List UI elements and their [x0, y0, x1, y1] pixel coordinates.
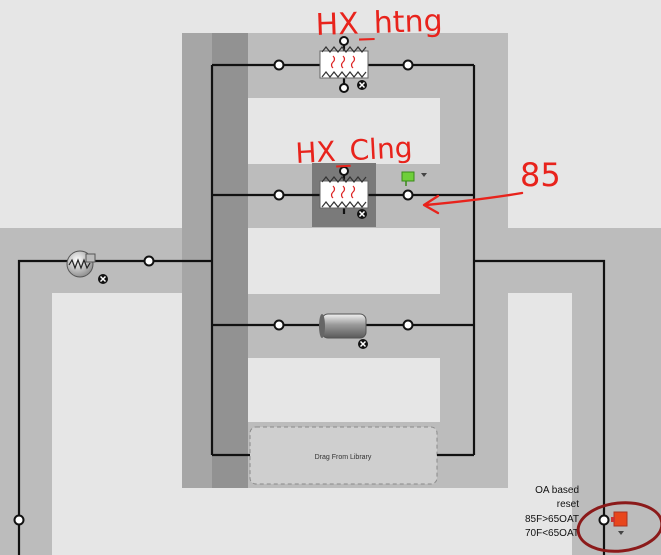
setpoint-manager-icon[interactable] — [611, 511, 628, 527]
pipe-component-icon[interactable] — [319, 313, 367, 339]
return-main-pipe — [474, 259, 606, 555]
node-branch2-outlet[interactable] — [402, 189, 414, 201]
node-branch3-inlet[interactable] — [273, 319, 285, 331]
sensor-flag-icon[interactable] — [401, 171, 415, 186]
annotation-circle — [576, 501, 661, 553]
annotation-heating-label: HX_htng — [315, 4, 443, 43]
branch-gap-1 — [248, 98, 440, 164]
dropdown-arrow-icon[interactable] — [421, 173, 427, 177]
branch-gap-3 — [248, 358, 440, 422]
dropdown-arrow-icon[interactable] — [618, 531, 624, 535]
node-branch1-inlet[interactable] — [273, 59, 285, 71]
annotation-arrow — [422, 191, 524, 215]
nodes — [13, 36, 610, 526]
node-branch2-inlet[interactable] — [273, 189, 285, 201]
node-heating-hx-bottom[interactable] — [339, 83, 349, 93]
node-setpoint[interactable] — [598, 514, 610, 526]
setpoint-note-line-4: 70F<65OAT — [525, 528, 579, 539]
drag-from-library-label: Drag From Library — [315, 454, 372, 461]
close-icon[interactable] — [358, 339, 368, 349]
heating-hx-icon[interactable] — [319, 46, 369, 79]
pump-icon[interactable] — [66, 250, 96, 278]
node-branch3-outlet[interactable] — [402, 319, 414, 331]
close-icon[interactable] — [98, 274, 108, 284]
close-icon[interactable] — [357, 209, 367, 219]
annotation-value-label: 85 — [520, 156, 561, 194]
cooling-hx-icon[interactable] — [319, 176, 369, 209]
setpoint-note-line-1: OA based — [535, 485, 579, 496]
branch-gap-2 — [248, 228, 440, 294]
node-branch1-outlet[interactable] — [402, 59, 414, 71]
setpoint-note: OA based reset 85F>65OAT 70F<65OAT — [525, 485, 579, 539]
supply-header-inner — [212, 33, 248, 488]
annotation-cooling-label: HX_Clng — [295, 131, 414, 170]
node-pump-outlet[interactable] — [143, 255, 155, 267]
node-heating-hx-top[interactable] — [339, 36, 349, 46]
node-cooling-hx-top[interactable] — [339, 166, 349, 176]
setpoint-note-line-3: 85F>65OAT — [525, 514, 579, 525]
close-icon[interactable] — [357, 80, 367, 90]
setpoint-note-line-2: reset — [557, 499, 579, 510]
node-supply-bottom[interactable] — [13, 514, 25, 526]
